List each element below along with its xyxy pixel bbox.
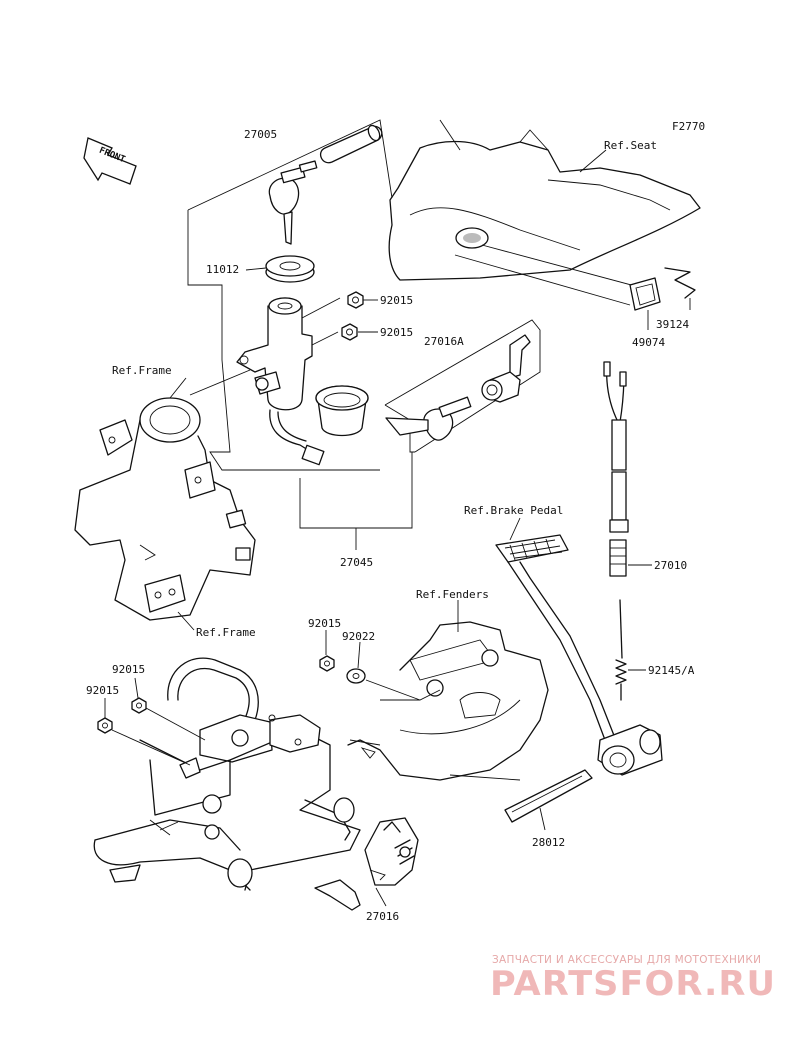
seat-lock-lever-27016 bbox=[314, 817, 419, 911]
label-ref-frame-bottom: Ref.Frame bbox=[196, 626, 256, 639]
label-27005: 27005 bbox=[244, 128, 277, 141]
clip-39124 bbox=[664, 267, 696, 299]
label-92015-c: 92015 bbox=[308, 617, 341, 630]
switch-cover-cap bbox=[265, 255, 315, 283]
ignition-switch-body bbox=[236, 297, 325, 466]
label-28012: 28012 bbox=[532, 836, 565, 849]
label-92015-a: 92015 bbox=[380, 294, 413, 307]
frame-lower bbox=[93, 657, 361, 891]
nut-92015-c bbox=[319, 655, 335, 672]
label-27045: 27045 bbox=[340, 556, 373, 569]
label-27016A: 27016A bbox=[424, 335, 464, 348]
label-92022: 92022 bbox=[342, 630, 375, 643]
label-92015-d: 92015 bbox=[112, 663, 145, 676]
diagram-code: F2770 bbox=[672, 120, 705, 133]
seat bbox=[388, 119, 701, 306]
label-49074: 49074 bbox=[632, 336, 665, 349]
ignition-key-icon bbox=[268, 160, 318, 245]
label-ref-frame-top: Ref.Frame bbox=[112, 364, 172, 377]
switch-cup bbox=[315, 385, 369, 437]
label-92015-b: 92015 bbox=[380, 326, 413, 339]
label-92015-e: 92015 bbox=[86, 684, 119, 697]
frame-upper bbox=[74, 397, 256, 621]
spring-92145a bbox=[615, 599, 627, 701]
brake-pedal bbox=[495, 534, 663, 776]
nut-92015-d bbox=[131, 697, 147, 714]
grommet-49074 bbox=[629, 277, 661, 311]
label-39124: 39124 bbox=[656, 318, 689, 331]
nut-92015-b bbox=[341, 323, 358, 341]
ignition-switch-group bbox=[187, 119, 393, 471]
label-27016: 27016 bbox=[366, 910, 399, 923]
label-ref-fenders: Ref.Fenders bbox=[416, 588, 489, 601]
washer-92022 bbox=[346, 668, 366, 684]
fenders bbox=[347, 621, 593, 823]
watermark-logo: PARTSFOR.RU bbox=[490, 964, 776, 1004]
label-ref-seat: Ref.Seat bbox=[604, 139, 657, 152]
nut-92015-e bbox=[97, 717, 113, 734]
brake-switch-27010 bbox=[603, 361, 629, 577]
label-92145A: 92145/A bbox=[648, 664, 695, 677]
key-cylinder-tube bbox=[319, 124, 383, 164]
label-ref-brake-pedal: Ref.Brake Pedal bbox=[464, 504, 563, 517]
watermark-tagline: ЗАПЧАСТИ И АКСЕССУАРЫ ДЛЯ МОТОТЕХНИКИ bbox=[492, 954, 761, 966]
label-11012: 11012 bbox=[206, 263, 239, 276]
front-arrow-icon: FRONT bbox=[83, 137, 137, 185]
nut-92015-a bbox=[347, 291, 364, 309]
label-27010: 27010 bbox=[654, 559, 687, 572]
seat-lock-27016a bbox=[384, 319, 541, 453]
